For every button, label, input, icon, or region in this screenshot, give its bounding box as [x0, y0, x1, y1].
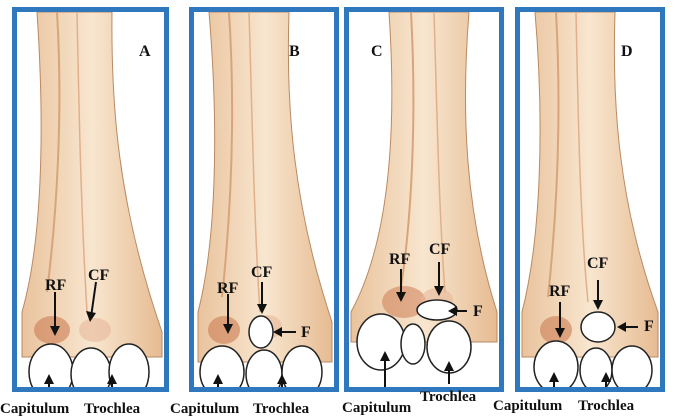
- cf-label: CF: [429, 241, 450, 259]
- panel-b: B RF CF F: [189, 7, 339, 392]
- panel-letter: C: [371, 43, 383, 61]
- rf-label: RF: [389, 251, 410, 269]
- humerus-illustration-d: [520, 12, 660, 387]
- cf-label: CF: [88, 267, 109, 285]
- capitulum-caption-b: Capitulum: [170, 401, 239, 418]
- capitulum-caption-d: Capitulum: [493, 398, 562, 415]
- trochlea-caption-d: Trochlea: [578, 398, 634, 415]
- trochlea-caption-c: Trochlea: [420, 389, 476, 406]
- fossa-f-shape: [581, 312, 615, 342]
- panel-letter: A: [139, 43, 151, 61]
- panel-c: C RF CF F: [344, 7, 504, 392]
- rf-label: RF: [217, 280, 238, 298]
- f-label: F: [473, 303, 483, 321]
- humerus-illustration-b: [194, 12, 334, 387]
- rf-label: RF: [45, 277, 66, 295]
- fossa-f-shape: [249, 316, 273, 348]
- f-label: F: [301, 324, 311, 342]
- panel-letter: D: [621, 43, 633, 61]
- cf-label: CF: [251, 264, 272, 282]
- humerus-illustration-a: [17, 12, 164, 387]
- cf-label: CF: [587, 255, 608, 273]
- capitulum-caption-c: Capitulum: [342, 400, 411, 417]
- humerus-illustration-c: [349, 12, 499, 387]
- f-label: F: [644, 318, 654, 336]
- rf-label: RF: [549, 283, 570, 301]
- panel-letter: B: [289, 43, 300, 61]
- panel-a: A RF CF: [12, 7, 169, 392]
- trochlea-caption-a: Trochlea: [84, 401, 140, 418]
- trochlea-caption-b: Trochlea: [253, 401, 309, 418]
- panel-d: D RF CF F: [515, 7, 665, 392]
- capitulum-caption-a: Capitulum: [0, 401, 69, 418]
